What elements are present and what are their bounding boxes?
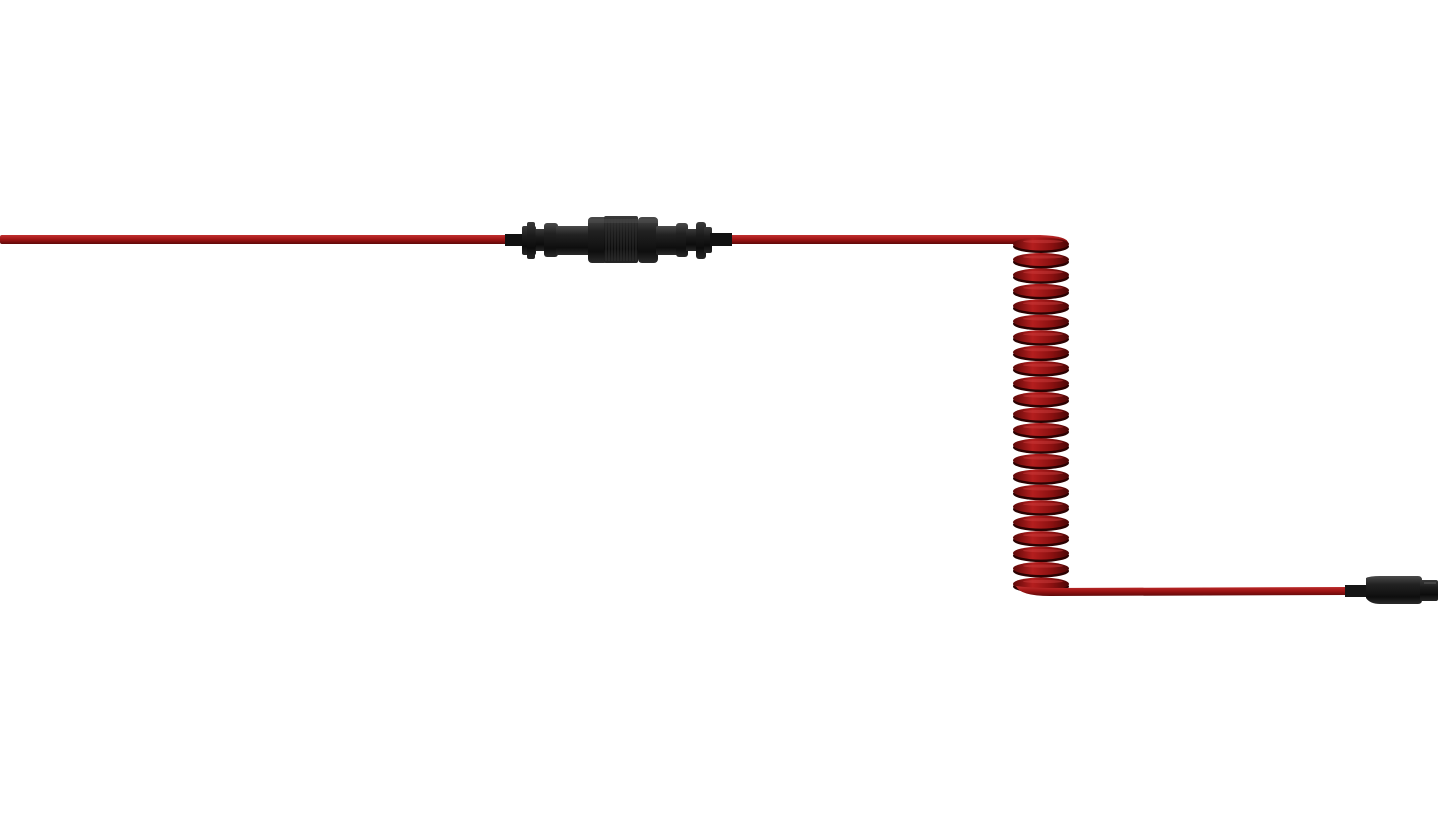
coil-turn-highlight [1023, 548, 1063, 553]
middle-cable-segment [730, 235, 1068, 244]
coil-turn-highlight [1023, 564, 1063, 568]
coil-turn [1013, 299, 1069, 313]
coil-turn [1013, 500, 1069, 514]
coil-turn-highlight [1023, 487, 1063, 491]
connector-knurling [605, 218, 637, 261]
coil-turn-highlight [1023, 270, 1063, 275]
coil-turn-highlight [1023, 409, 1063, 414]
coil-turn [1013, 252, 1069, 266]
coil-turn-highlight [1023, 533, 1063, 537]
usb-c-plug [1345, 576, 1438, 604]
coil-turn-highlight [1023, 317, 1063, 321]
coil-turn [1013, 345, 1069, 359]
coil-turn-highlight [1023, 378, 1063, 383]
coil-turn-highlight [1023, 348, 1063, 352]
coil-turn [1013, 484, 1069, 498]
coil-turn-highlight [1023, 301, 1063, 305]
coil-turn [1013, 268, 1069, 282]
left-cable-segment [0, 235, 510, 244]
coil-turn [1013, 314, 1069, 328]
coil-turn-highlight [1023, 502, 1063, 506]
coil-turn-highlight [1023, 255, 1063, 259]
coil-turn [1013, 283, 1069, 297]
coil-turn-highlight [1023, 456, 1063, 460]
coil-turn [1013, 392, 1069, 406]
coil-turn [1013, 531, 1069, 545]
coil-turn-highlight [1023, 425, 1063, 429]
coil-turn [1013, 407, 1069, 421]
aviator-connector [505, 216, 732, 263]
coil-turn-highlight [1023, 332, 1063, 336]
coil-turn [1013, 376, 1069, 390]
coil-turn-highlight [1023, 239, 1063, 244]
bottom-cable-segment [1016, 586, 1350, 596]
coil-turn [1013, 453, 1069, 467]
coil-turn [1013, 562, 1069, 576]
coil-turn [1013, 546, 1069, 560]
coil-turn [1013, 330, 1069, 344]
coil-turn-highlight [1023, 579, 1063, 584]
coil-turn [1013, 515, 1069, 529]
coil-turn [1013, 438, 1069, 452]
coil-turn-highlight [1023, 394, 1063, 398]
coil-section [1013, 237, 1069, 593]
coil-turn-highlight [1023, 471, 1063, 475]
coil-turn [1013, 237, 1069, 251]
coil-turn-highlight [1023, 286, 1063, 290]
coil-turn [1013, 361, 1069, 375]
coil-turn-highlight [1023, 518, 1063, 522]
coil-turn-highlight [1023, 440, 1063, 445]
coil-turn [1013, 422, 1069, 436]
coil-turn [1013, 469, 1069, 483]
coil-turn-highlight [1023, 363, 1063, 367]
